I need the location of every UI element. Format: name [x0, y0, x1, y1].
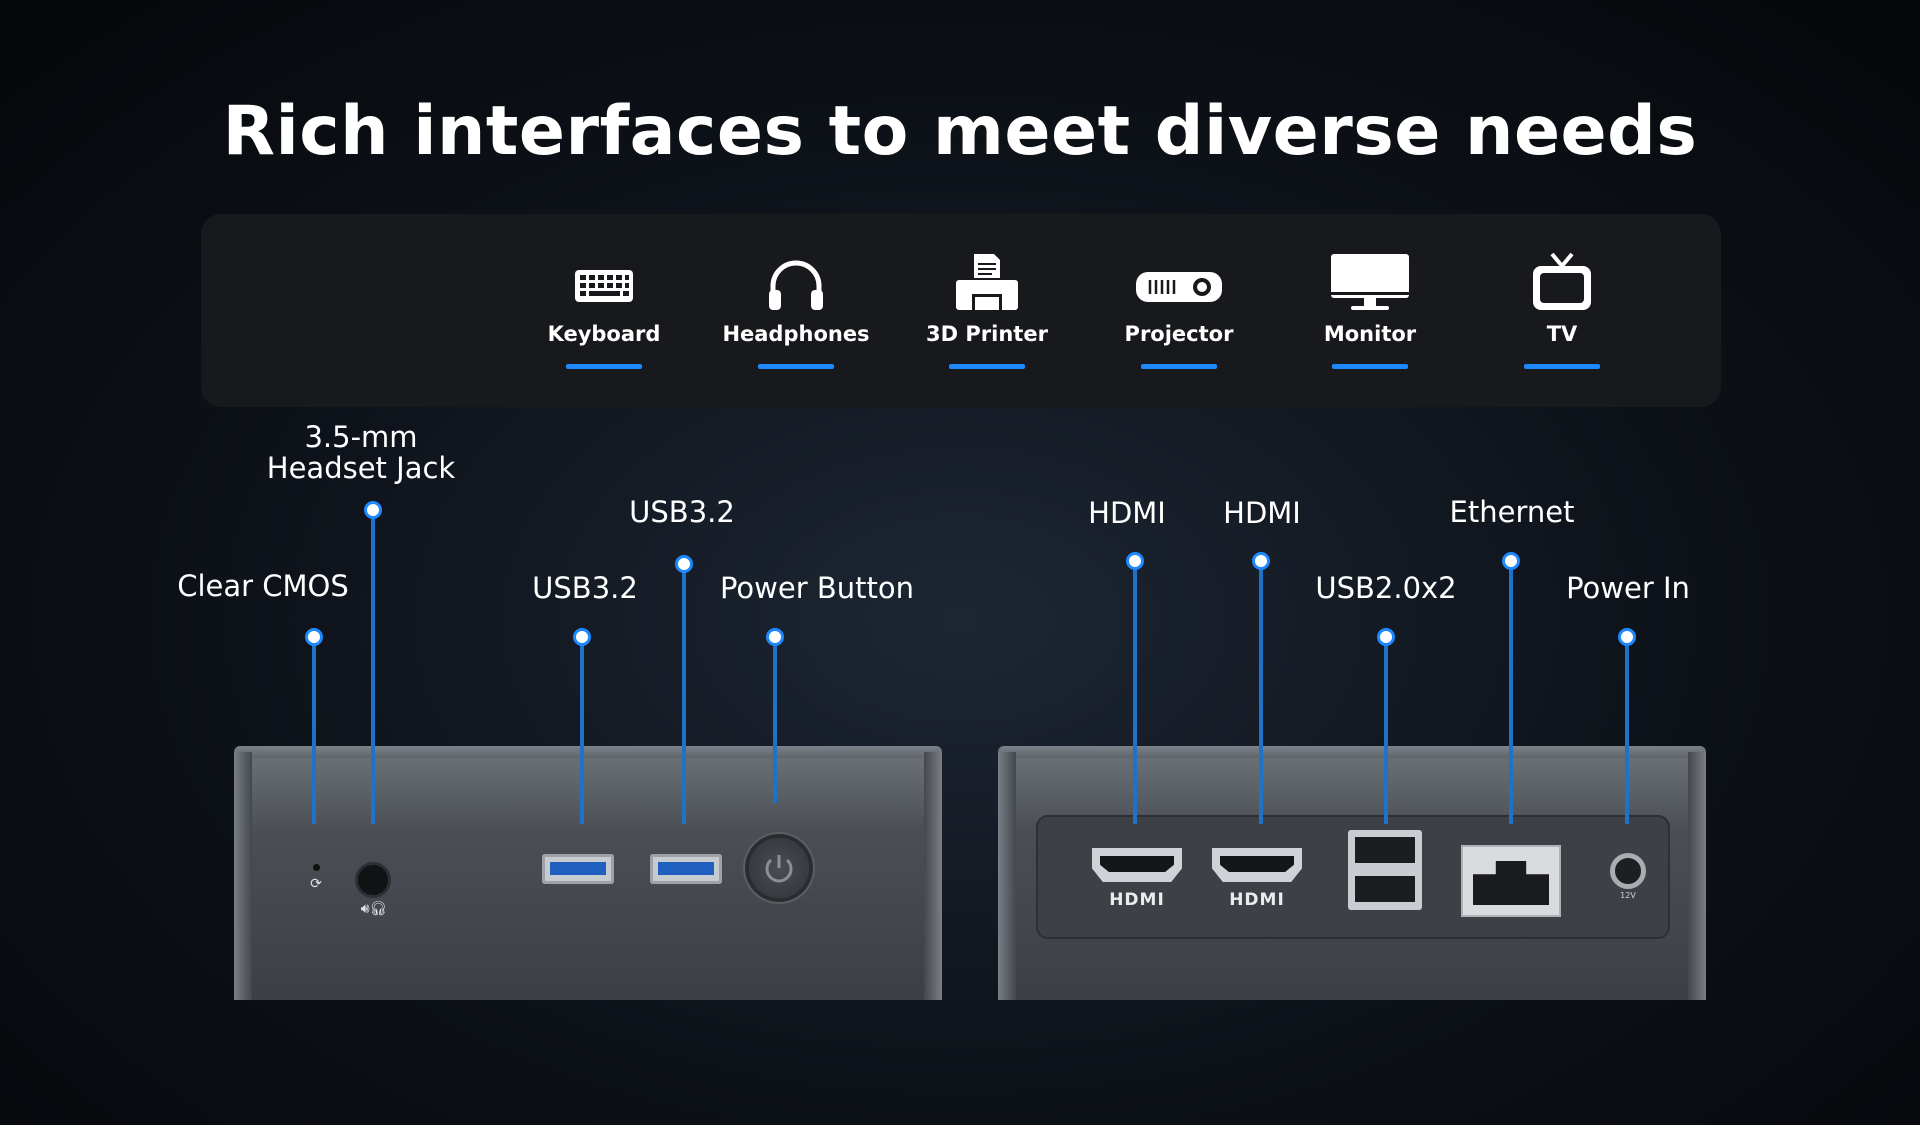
- leader-dot-usb32-a: [573, 628, 591, 646]
- hdmi-logo-a: HDMI: [1109, 890, 1165, 910]
- printer-icon: [956, 254, 1018, 310]
- leader-dot-usb20: [1377, 628, 1395, 646]
- leader-dot-hdmi-a: [1126, 552, 1144, 570]
- leader-dot-hdmi-b: [1252, 552, 1270, 570]
- ethernet-port[interactable]: [1461, 845, 1561, 917]
- projector-icon: [1136, 272, 1222, 302]
- leader-dot-ethernet: [1502, 552, 1520, 570]
- label-power-in: Power In: [1566, 571, 1690, 605]
- power-button[interactable]: [749, 838, 809, 898]
- rear-pc-right-edge: [1688, 752, 1706, 1000]
- leader-dot-clear-cmos: [305, 628, 323, 646]
- device-label: Projector: [1124, 322, 1234, 346]
- device-label: TV: [1546, 322, 1578, 346]
- headset-jack-port[interactable]: [358, 865, 388, 895]
- label-headset-jack-line1: 3.5-mm: [304, 420, 418, 454]
- leader-power-button: [773, 637, 777, 803]
- usb32-port-a[interactable]: [542, 854, 614, 884]
- leader-dot-power-in: [1618, 628, 1636, 646]
- hdmi-port-a[interactable]: [1092, 848, 1182, 882]
- device-underline: [1141, 364, 1217, 369]
- device-underline: [1332, 364, 1408, 369]
- leader-power-in: [1625, 637, 1629, 824]
- label-usb32-b: USB3.2: [629, 495, 735, 529]
- leader-usb32-a: [580, 637, 584, 824]
- device-headphones: Headphones: [721, 250, 871, 369]
- leader-dot-usb32-b: [675, 555, 693, 573]
- front-pc-left-edge: [234, 752, 252, 1000]
- device-label: Headphones: [722, 322, 870, 346]
- usb32-port-b[interactable]: [650, 854, 722, 884]
- dc-rating-text: 12V: [1620, 891, 1636, 900]
- leader-usb32-b: [682, 564, 686, 824]
- page-title: Rich interfaces to meet diverse needs: [222, 92, 1698, 171]
- headset-glyph-icon: 🔊︎🎧︎: [360, 901, 388, 917]
- usb20-ports[interactable]: [1348, 830, 1422, 910]
- front-pc-top-edge: [234, 746, 942, 760]
- power-in-jack[interactable]: [1610, 853, 1646, 889]
- label-headset-jack-line2: Headset Jack: [266, 451, 456, 485]
- hdmi-port-b[interactable]: [1212, 848, 1302, 882]
- clear-cmos-hole[interactable]: [313, 864, 320, 871]
- device-monitor: Monitor: [1295, 250, 1445, 369]
- leader-clear-cmos: [312, 637, 316, 824]
- hdmi-logo-b: HDMI: [1229, 890, 1285, 910]
- device-label: Keyboard: [547, 322, 661, 346]
- tv-icon: [1533, 252, 1591, 310]
- device-underline: [566, 364, 642, 369]
- leader-dot-headset-jack: [364, 501, 382, 519]
- headphones-icon: [769, 260, 823, 310]
- keyboard-icon: [575, 270, 633, 302]
- rear-pc-top-edge: [998, 746, 1706, 760]
- front-pc-right-edge: [924, 752, 942, 1000]
- device-tv: TV: [1487, 250, 1637, 369]
- label-power-button: Power Button: [719, 571, 915, 605]
- label-ethernet: Ethernet: [1449, 495, 1575, 529]
- rear-pc-left-edge: [998, 752, 1016, 1000]
- leader-hdmi-b: [1259, 561, 1263, 824]
- device-underline: [949, 364, 1025, 369]
- cmos-reset-icon: ⟳: [310, 876, 322, 892]
- label-clear-cmos: Clear CMOS: [177, 569, 349, 603]
- label-hdmi-b: HDMI: [1223, 496, 1301, 530]
- leader-dot-power-button: [766, 628, 784, 646]
- label-headset-jack: 3.5-mm Headset Jack: [267, 422, 455, 484]
- label-usb32-a: USB3.2: [532, 571, 638, 605]
- monitor-icon: [1331, 254, 1409, 310]
- leader-usb20: [1384, 637, 1388, 824]
- leader-hdmi-a: [1133, 561, 1137, 824]
- device-3d-printer: 3D Printer: [912, 250, 1062, 369]
- label-hdmi-a: HDMI: [1088, 496, 1166, 530]
- leader-ethernet: [1509, 561, 1513, 824]
- device-label: Monitor: [1323, 322, 1417, 346]
- device-label: 3D Printer: [926, 322, 1048, 346]
- device-strip: Keyboard Headphones 3D Printer Projector: [201, 214, 1721, 407]
- power-icon: [765, 855, 793, 883]
- label-usb20: USB2.0x2: [1315, 571, 1457, 605]
- device-underline: [758, 364, 834, 369]
- leader-headset-jack: [371, 510, 375, 824]
- device-projector: Projector: [1104, 250, 1254, 369]
- device-keyboard: Keyboard: [529, 250, 679, 369]
- device-underline: [1524, 364, 1600, 369]
